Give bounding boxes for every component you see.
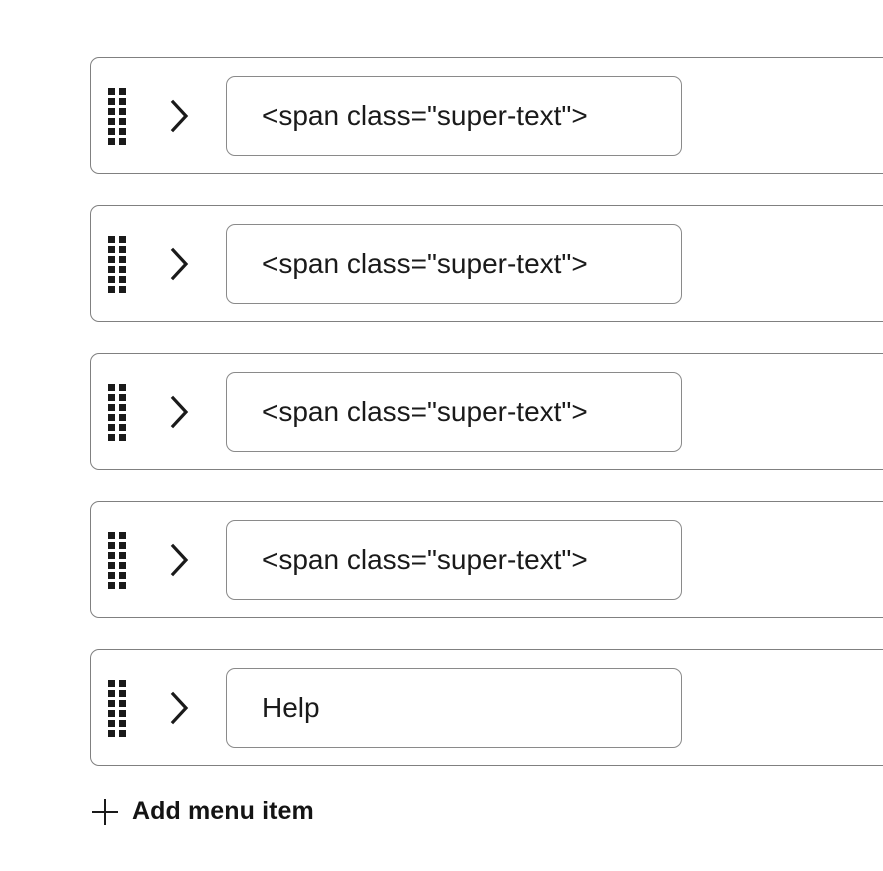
menu-item-label-input[interactable] (226, 371, 682, 452)
add-menu-item-button[interactable]: Add menu item (90, 793, 316, 830)
drag-dots-icon[interactable] (108, 87, 126, 145)
menu-item-row[interactable] (90, 649, 883, 766)
expand-row-button[interactable] (158, 390, 202, 434)
add-menu-item-label: Add menu item (132, 797, 314, 825)
menu-item-row[interactable] (90, 205, 883, 322)
menu-items-list (90, 57, 883, 797)
menu-item-label-input[interactable] (226, 75, 682, 156)
expand-row-button[interactable] (158, 538, 202, 582)
menu-item-row[interactable] (90, 353, 883, 470)
menu-item-row[interactable] (90, 57, 883, 174)
expand-row-button[interactable] (158, 686, 202, 730)
menu-item-row[interactable] (90, 501, 883, 618)
chevron-right-icon (169, 247, 191, 281)
chevron-right-icon (169, 99, 191, 133)
drag-dots-icon[interactable] (108, 235, 126, 293)
drag-dots-icon[interactable] (108, 679, 126, 737)
plus-icon (92, 798, 118, 825)
expand-row-button[interactable] (158, 94, 202, 138)
menu-item-label-input[interactable] (226, 223, 682, 304)
chevron-right-icon (169, 691, 191, 725)
drag-dots-icon[interactable] (108, 531, 126, 589)
chevron-right-icon (169, 543, 191, 577)
menu-item-label-input[interactable] (226, 519, 682, 600)
expand-row-button[interactable] (158, 242, 202, 286)
drag-dots-icon[interactable] (108, 383, 126, 441)
menu-item-label-input[interactable] (226, 667, 682, 748)
chevron-right-icon (169, 395, 191, 429)
